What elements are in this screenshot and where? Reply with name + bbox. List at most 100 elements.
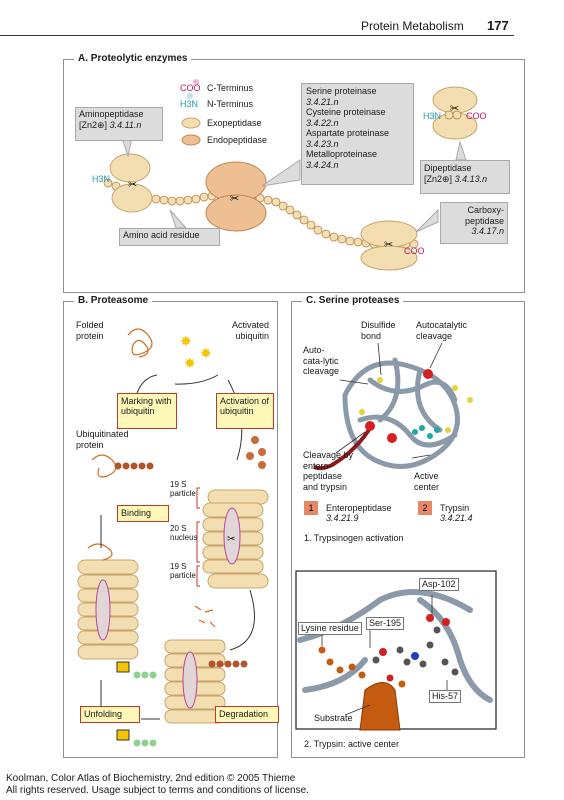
- disulfide-bond-label: Disulfide bond: [361, 320, 396, 341]
- aspartate-name: Aspartate proteinase: [306, 128, 390, 138]
- ubiquitinated-protein-label: Ubiquitinated protein: [76, 429, 129, 450]
- active-site-atoms: [318, 614, 459, 688]
- panel-b-title: B. Proteasome: [74, 295, 153, 306]
- dipeptide-c-label: COO: [466, 111, 487, 121]
- activated-ubiquitin-label: Activated ubiquitin: [231, 320, 269, 341]
- his57-label: His-57: [429, 690, 462, 703]
- page-number: 177: [487, 18, 509, 33]
- aminopeptidase-cofactor: [Zn2⊕]: [79, 119, 108, 130]
- ubiquitin-chain: [208, 660, 248, 668]
- carboxypeptidase-name2: peptidase: [464, 215, 504, 226]
- dipeptidase-cofactor: [Zn2⊕]: [424, 173, 453, 184]
- ubiquitin-green: [133, 671, 157, 679]
- substrate-shape: [359, 682, 401, 731]
- carboxypeptidase-name1: Carboxy-: [467, 205, 504, 215]
- dipeptidase-name: Dipeptidase: [424, 163, 472, 173]
- enzyme-1-ec: 3.4.21.9: [326, 513, 359, 523]
- bracket: [196, 487, 200, 509]
- enzyme-2-ec: 3.4.21.4: [440, 513, 473, 523]
- scissors-icon: ✂: [450, 102, 459, 115]
- caption-trypsinogen-activation: 1. Trypsinogen activation: [304, 533, 404, 543]
- autocatalytic-cleavage-right-label: Autocatalytic cleavage: [416, 320, 468, 341]
- trypsinogen-structure: [342, 357, 460, 469]
- atp-icon: [116, 729, 130, 741]
- header-rule: [0, 35, 514, 36]
- enzyme-1-badge: 1: [304, 501, 318, 515]
- legend-n-terminus: N-Terminus: [207, 99, 254, 109]
- dipeptidase-blob: [432, 86, 478, 140]
- autocatalytic-cleavage-left-label: Auto-cata-lytic cleavage: [303, 345, 340, 376]
- scissors-icon: ✂: [230, 192, 239, 205]
- charge-icon: [187, 93, 193, 99]
- asp102-label: Asp-102: [419, 578, 459, 591]
- 19s-particle-bottom-label: 19 S particle: [170, 562, 196, 580]
- cleavage-site: [423, 369, 433, 379]
- marking-with-ubiquitin-box: Marking with ubiquitin: [117, 393, 177, 429]
- inset-leaders: [321, 595, 448, 716]
- 19s-particle-top-label: 19 S particle: [170, 480, 196, 498]
- enzyme-2-badge: 2: [418, 501, 432, 515]
- scissors-icon: ✂: [227, 534, 235, 545]
- aspartate-ec: 3.4.23.n: [306, 138, 339, 149]
- c-terminus-label: COO: [404, 246, 425, 256]
- proteasome-with-substrate: [77, 559, 139, 660]
- cleavage-site: [365, 421, 375, 431]
- carboxypeptidase-ec: 3.4.17.n: [471, 226, 504, 236]
- aminopeptidase-blob: [109, 153, 153, 213]
- ser195-label: Ser-195: [366, 617, 405, 630]
- legend-endopeptidase: Endopeptidase: [207, 135, 268, 145]
- 20s-nucleus-label: 20 S nucleus: [170, 524, 198, 542]
- legend-coo: COO: [180, 83, 201, 93]
- ubiquitin-star-icon: ✸: [200, 346, 212, 362]
- callout-pointer: [415, 208, 439, 233]
- cysteine-name: Cysteine proteinase: [306, 107, 386, 117]
- aminopeptidase-box: Aminopeptidase [Zn2⊕] 3.4.11.n: [75, 107, 163, 141]
- carboxypeptidase-box: Carboxy- peptidase 3.4.17.n: [440, 202, 508, 244]
- binding-box: Binding: [117, 505, 169, 522]
- serine-name: Serine proteinase: [306, 86, 377, 96]
- legend-exopeptidase: Exopeptidase: [207, 118, 262, 128]
- degradation-box: Degradation: [215, 706, 279, 723]
- ubiquitin-star-icon: ✸: [180, 334, 192, 350]
- aminopeptidase-name: Aminopeptidase: [79, 109, 144, 119]
- legend-h3n: H3N: [180, 99, 199, 109]
- atp-icon: [116, 661, 130, 673]
- serine-proteinase-box: Serine proteinase 3.4.21.n Cysteine prot…: [301, 83, 414, 185]
- scissors-icon: ✂: [128, 178, 137, 191]
- annotation-leaders: [335, 342, 443, 459]
- flow-line: [229, 589, 255, 651]
- metallo-name: Metalloproteinase: [306, 149, 378, 159]
- dipeptidase-box: Dipeptidase [Zn2⊕] 3.4.13.n: [420, 160, 510, 194]
- callout-pointer: [261, 159, 301, 187]
- panel-a-title: A. Proteolytic enzymes: [74, 53, 192, 64]
- dipeptide-n-label: H3N: [423, 111, 442, 121]
- charge-icon: [193, 79, 199, 85]
- active-center-atoms: [412, 425, 440, 439]
- activation-peptide: [313, 423, 374, 471]
- free-ubiquitin: [246, 436, 266, 469]
- folded-protein-label: Folded protein: [76, 320, 104, 341]
- metallo-ec: 3.4.24.n: [306, 159, 339, 170]
- n-terminus-label: H3N: [92, 174, 111, 184]
- cysteine-ec: 3.4.22.n: [306, 117, 339, 128]
- lysine-residue-label: Lysine residue: [298, 622, 362, 635]
- ubiquitin-star-icon: ✸: [184, 356, 196, 372]
- cleavage-site: [387, 433, 397, 443]
- protein-icon: [87, 543, 113, 561]
- peptide-fragments: [194, 605, 216, 628]
- dipeptidase-ec: 3.4.13.n: [454, 173, 488, 184]
- caption-trypsin-active-center: 2. Trypsin: active center: [304, 739, 400, 749]
- folded-protein-icon: [127, 328, 153, 358]
- cycle-arrow: [174, 374, 219, 385]
- bracket: [196, 565, 200, 587]
- carboxypeptidase-blob: [360, 220, 418, 271]
- activation-of-ubiquitin-box: Activation of ubiquitin: [216, 393, 274, 429]
- footer-copyright: Koolman, Color Atlas of Biochemistry, 2n…: [6, 773, 296, 784]
- cleavage-entero-label: Cleavage by entero-peptidase and trypsin: [303, 450, 354, 492]
- unfolding-box: Unfolding: [80, 706, 140, 723]
- footer-license: All rights reserved. Usage subject to te…: [6, 785, 309, 796]
- ubiquitinated-protein-icon: [91, 454, 117, 478]
